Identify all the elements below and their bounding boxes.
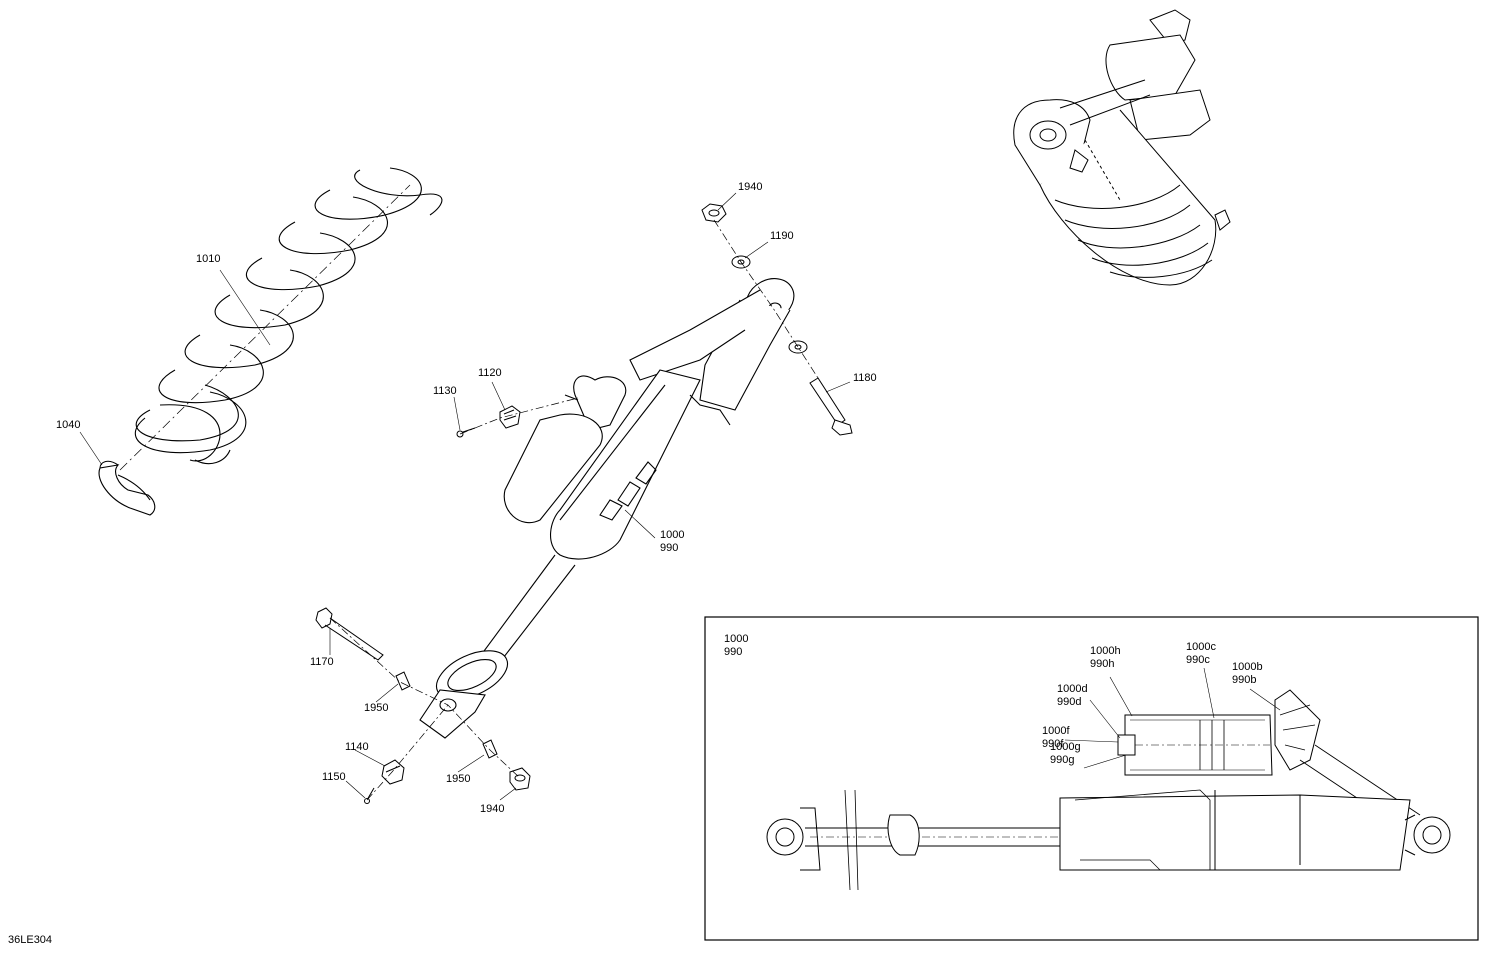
inset-label-1000h: 1000h 990h — [1090, 645, 1121, 671]
label-1150: 1150 — [322, 771, 346, 783]
inset-label-1000b: 1000b 990b — [1232, 661, 1263, 687]
reference-code: 36LE304 — [8, 934, 53, 946]
inset-label-990b: 990b — [1232, 674, 1257, 686]
inset-label-990d: 990d — [1057, 696, 1082, 708]
lower-bushing-upper — [395, 671, 411, 691]
inset-label-1000g-top: 1000g — [1050, 741, 1081, 753]
inset-label-1000f: 1000f 990f — [1042, 725, 1070, 751]
label-1940-bottom: 1940 — [480, 803, 505, 815]
label-1950-upper: 1950 — [364, 702, 389, 714]
inset-label-990h: 990h — [1090, 658, 1115, 670]
top-bolt — [809, 377, 853, 436]
inset-leader-lines — [1064, 667, 1281, 769]
label-1000-990: 1000 990 — [660, 529, 684, 555]
label-1040: 1040 — [56, 419, 81, 431]
inset-label-1000d-top: 1000d — [1057, 683, 1088, 695]
inset-label-1000h-top: 1000h — [1090, 645, 1121, 657]
label-1940-top: 1940 — [738, 181, 763, 193]
inset-label-990f: 990f — [1042, 738, 1064, 750]
inset-label-990: 990 — [724, 646, 743, 658]
eye-washer — [788, 340, 808, 354]
inset-label-1000-990: 1000 990 — [724, 633, 748, 659]
inset-label-990g: 990g — [1050, 754, 1075, 766]
inset-label-1000: 1000 — [724, 633, 749, 645]
label-990: 990 — [660, 542, 679, 554]
inset-label-1000f-top: 1000f — [1042, 725, 1070, 737]
leader-lines — [79, 192, 851, 801]
label-1190: 1190 — [770, 230, 794, 242]
inset-label-1000c: 1000c 990c — [1186, 641, 1216, 667]
inset-label-1000g: 1000g 990g — [1050, 741, 1081, 767]
adjuster-knob — [499, 405, 521, 429]
label-1000: 1000 — [660, 529, 685, 541]
lower-bushing-lower — [482, 739, 498, 759]
coil-spring — [119, 167, 443, 471]
cross-section-inset — [704, 616, 1479, 941]
inset-label-990c: 990c — [1186, 654, 1210, 666]
inset-label-1000c-top: 1000c — [1186, 641, 1216, 653]
assembly-lines — [329, 219, 819, 801]
label-1010: 1010 — [196, 253, 221, 265]
spring-seat — [98, 460, 156, 516]
inset-label-1000d: 1000d 990d — [1057, 683, 1088, 709]
lower-adjuster-screw — [364, 787, 375, 804]
label-1950-lower: 1950 — [446, 773, 471, 785]
label-1140: 1140 — [345, 741, 369, 753]
label-1180: 1180 — [853, 372, 877, 384]
inset-label-1000b-top: 1000b — [1232, 661, 1263, 673]
label-1170: 1170 — [310, 656, 334, 668]
label-1130: 1130 — [433, 385, 457, 397]
assembled-shock-view — [1013, 9, 1231, 286]
shock-absorber — [419, 278, 795, 739]
lower-adjuster-knob — [381, 759, 405, 785]
lower-bolt — [315, 607, 384, 661]
label-1120: 1120 — [478, 367, 502, 379]
top-nut — [701, 203, 727, 223]
